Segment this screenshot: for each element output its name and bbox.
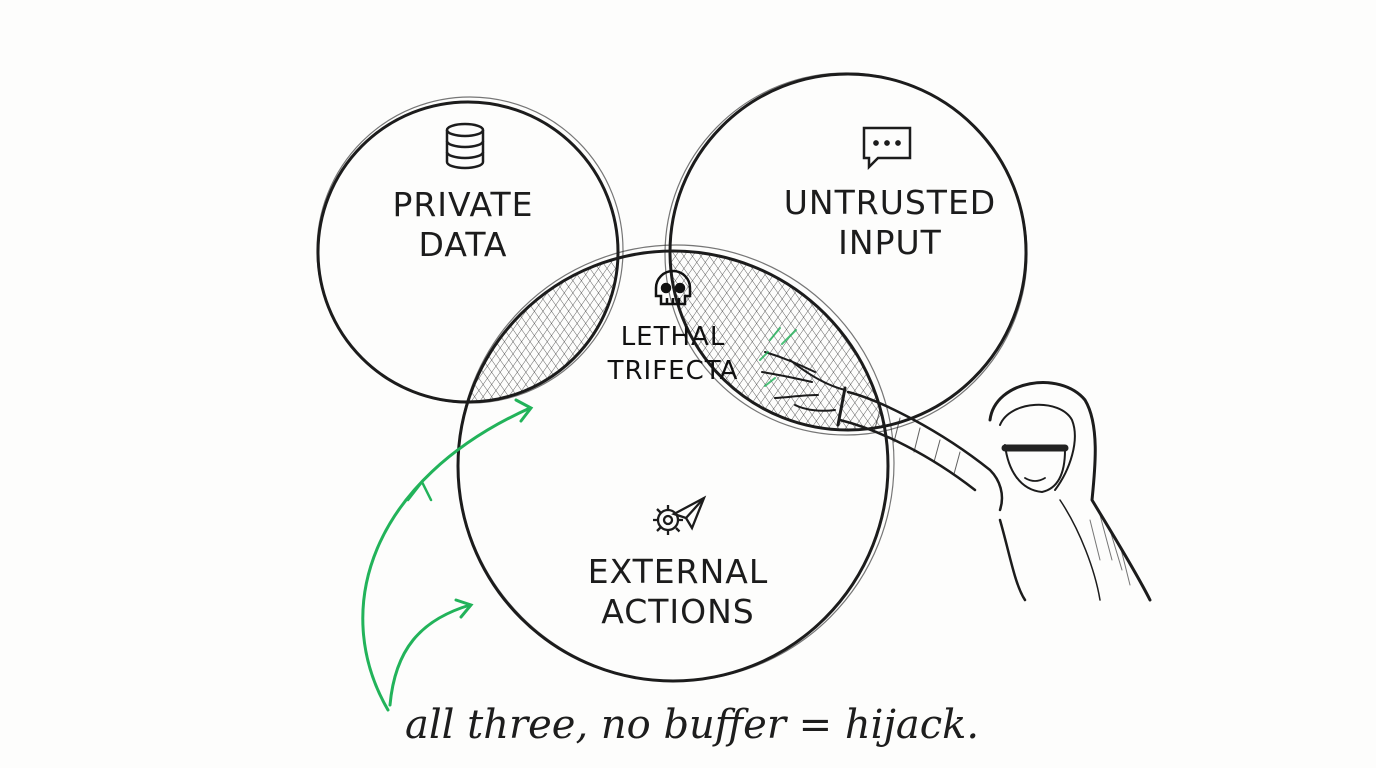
database-icon	[445, 122, 485, 170]
hooded-attacker-reaching-icon	[761, 351, 1152, 602]
green-glow-marks	[759, 327, 797, 387]
arrow-lower	[388, 603, 472, 707]
private-data-label: PRIVATE DATA	[392, 185, 534, 264]
external-actions-label: EXTERNAL ACTIONS	[587, 552, 769, 631]
caption-text: all three, no buffer = hijack.	[405, 702, 980, 748]
untrusted-input-label: UNTRUSTED INPUT	[783, 183, 997, 262]
skull-icon	[654, 269, 692, 306]
lethal-trifecta-label: LETHAL TRIFECTA	[607, 322, 739, 386]
green-arrows	[361, 398, 534, 712]
arrow-upper	[361, 406, 532, 712]
gear-send-icon	[653, 495, 707, 535]
chat-bubble-icon	[862, 126, 912, 171]
